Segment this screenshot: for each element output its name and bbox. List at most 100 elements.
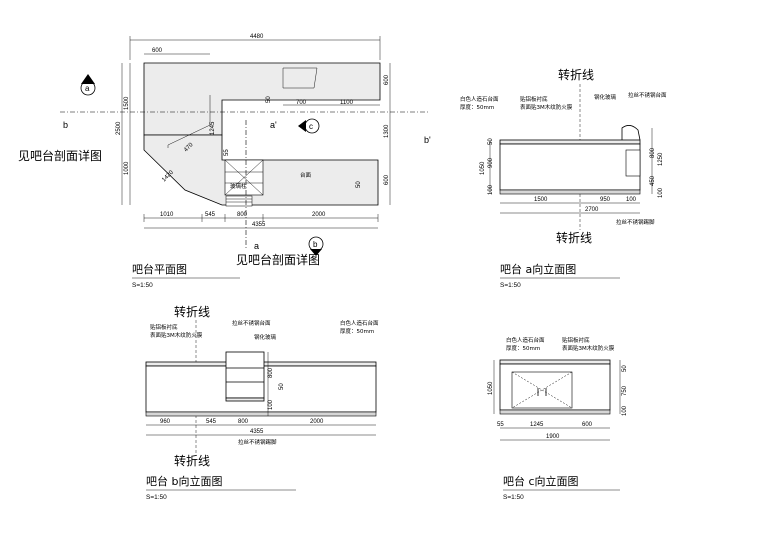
elev-b-note-thickness: 厚度：50mm	[340, 327, 374, 335]
elev-c-kick	[499, 409, 611, 415]
plan-countertop	[143, 62, 381, 136]
plan-dim-600-right-bottom: 600	[384, 174, 390, 185]
plan-dim-1010: 1010	[160, 212, 174, 218]
plan-scale: S=1:50	[132, 282, 153, 289]
elev-a-dim-450: 450	[650, 175, 656, 186]
plan-dim-545: 545	[205, 212, 216, 218]
marker-a-left: a	[80, 74, 96, 96]
plan-title: 吧台平面图	[132, 262, 187, 276]
plan-dim-50-right: 50	[356, 181, 362, 188]
elev-b-dim-2000: 2000	[310, 419, 324, 425]
plan-dim-1300: 1300	[384, 124, 390, 138]
plan-dim-55: 55	[224, 149, 230, 156]
elev-a-dim-50: 50	[488, 138, 494, 145]
elev-a-fold-label-bottom: 转折线	[556, 230, 592, 245]
elev-a-dim-100-bottom: 100	[626, 197, 637, 203]
elev-c-note-veneer: 表面贴3M木纹防火膜	[562, 344, 615, 352]
elev-a-dim-900: 900	[488, 157, 494, 168]
elev-a-dim-2700: 2700	[585, 207, 599, 213]
elev-a-dim-1250: 1250	[658, 152, 664, 166]
elev-b-fold-label-bottom: 转折线	[174, 453, 210, 468]
marker-b-prime: b'	[424, 135, 431, 145]
elev-b-note-stone: 白色人造石台面	[340, 319, 379, 327]
elev-a-note-stone: 白色人造石台面	[460, 95, 499, 103]
elev-a-scale: S=1:50	[500, 282, 521, 289]
elev-a-note-ss-top: 拉丝不锈钢台面	[628, 91, 667, 99]
elev-b-glass-column	[225, 351, 265, 399]
elev-a-dim-1050: 1050	[480, 161, 486, 175]
elev-b-dim-4355: 4355	[250, 429, 264, 435]
elev-b-note-alu: 贴铝板衬底	[150, 323, 178, 331]
elev-a-note-kick: 拉丝不锈钢踢脚	[616, 218, 655, 226]
plan-dim-470: 470	[183, 142, 195, 154]
plan-section-note-left: 见吧台剖面详图	[18, 148, 102, 163]
plan-glass-hatch	[224, 159, 264, 196]
elev-c-title: 吧台 c向立面图	[503, 474, 579, 488]
elev-b-dim-800: 800	[268, 367, 274, 378]
marker-b-bottom: b	[308, 236, 324, 256]
elev-a-note-alu: 贴铝板衬底	[520, 95, 548, 103]
plan-dim-2500: 2500	[116, 121, 122, 135]
elev-a-dim-800: 800	[650, 147, 656, 158]
elev-c-dim-750: 750	[622, 385, 628, 396]
elev-b-dim-50: 50	[279, 383, 285, 390]
plan-dim-600-top: 600	[152, 48, 163, 54]
elev-c-dim-50: 50	[622, 365, 628, 372]
elev-a-dim-100: 100	[488, 184, 494, 195]
elev-c-dim-1900: 1900	[546, 434, 560, 440]
elev-b-dim-800-bottom: 800	[238, 419, 249, 425]
plan-step	[225, 195, 253, 207]
marker-c: c	[298, 118, 320, 134]
plan-label-glass: 玻璃柱	[230, 182, 247, 190]
elev-b-scale: S=1:50	[146, 494, 167, 501]
elev-a-glass-top	[621, 125, 641, 141]
elev-b-title: 吧台 b向立面图	[146, 474, 222, 488]
elev-b-dim-960: 960	[160, 419, 171, 425]
marker-a-bottom: a	[254, 241, 259, 251]
elev-a-fold-label: 转折线	[558, 67, 594, 82]
elevation-c-view: 白色人造石台面 厚度：50mm 贴铝板衬底 表面贴3M木纹防火膜 1050 50…	[488, 336, 628, 501]
elev-b-dim-100: 100	[268, 399, 274, 410]
plan-dim-600-right-top: 600	[384, 74, 390, 85]
elev-a-dim-950: 950	[600, 197, 611, 203]
plan-dim-800: 800	[237, 212, 248, 218]
marker-b-left: b	[63, 120, 68, 130]
elev-b-note-ss-top: 拉丝不锈钢台面	[232, 319, 271, 327]
plan-dim-1000: 1000	[124, 161, 130, 175]
elev-a-note-tempered: 钢化玻璃	[594, 93, 617, 101]
elev-a-counter-body	[499, 143, 641, 191]
elevation-a-view: 转折线 白色人造石台面 厚度：50mm 贴铝板衬底 表面贴3M木纹防火膜 钢化玻…	[460, 67, 667, 289]
svg-text:c: c	[309, 122, 313, 131]
elev-b-note-tempered: 钢化玻璃	[254, 333, 277, 341]
elev-b-note-veneer: 表面贴3M木纹防火膜	[150, 331, 203, 339]
elev-b-fold-label: 转折线	[174, 304, 210, 319]
svg-text:b: b	[313, 240, 318, 249]
plan-dim-1100: 1100	[340, 100, 354, 106]
elev-b-dim-545: 545	[206, 419, 217, 425]
elev-c-scale: S=1:50	[503, 494, 524, 501]
plan-label-counter: 台面	[300, 171, 312, 179]
elev-a-dim-1500: 1500	[534, 197, 548, 203]
plan-dim-2000: 2000	[312, 212, 326, 218]
elev-b-note-kick: 拉丝不锈钢踢脚	[238, 438, 277, 446]
elev-c-dim-1245: 1245	[530, 422, 544, 428]
elevation-b-view: 转折线 贴铝板衬底 表面贴3M木纹防火膜 拉丝不锈钢台面 钢化玻璃 白色人造石台…	[145, 304, 379, 501]
elev-c-glass-panel	[511, 371, 573, 409]
plan-dim-total-top: 4480	[250, 34, 264, 40]
elev-a-title: 吧台 a向立面图	[500, 262, 576, 276]
plan-dim-4355: 4355	[252, 222, 266, 228]
elev-c-dim-55: 55	[497, 422, 504, 428]
elev-c-dim-100: 100	[622, 405, 628, 416]
plan-sink	[282, 67, 318, 89]
plan-inner-line	[167, 95, 211, 148]
plan-section-note-bottom: 见吧台剖面详图	[236, 252, 320, 267]
marker-a-prime: a'	[270, 120, 277, 130]
elev-b-kick	[145, 411, 377, 417]
elev-c-note-stone: 白色人造石台面	[506, 336, 545, 344]
elev-c-dim-600: 600	[582, 422, 593, 428]
plan-dim-1500: 1500	[124, 96, 130, 110]
elev-a-note-thickness: 厚度：50mm	[460, 103, 494, 111]
elev-c-dim-1050: 1050	[488, 381, 494, 395]
plan-dim-1245: 1245	[210, 121, 216, 135]
